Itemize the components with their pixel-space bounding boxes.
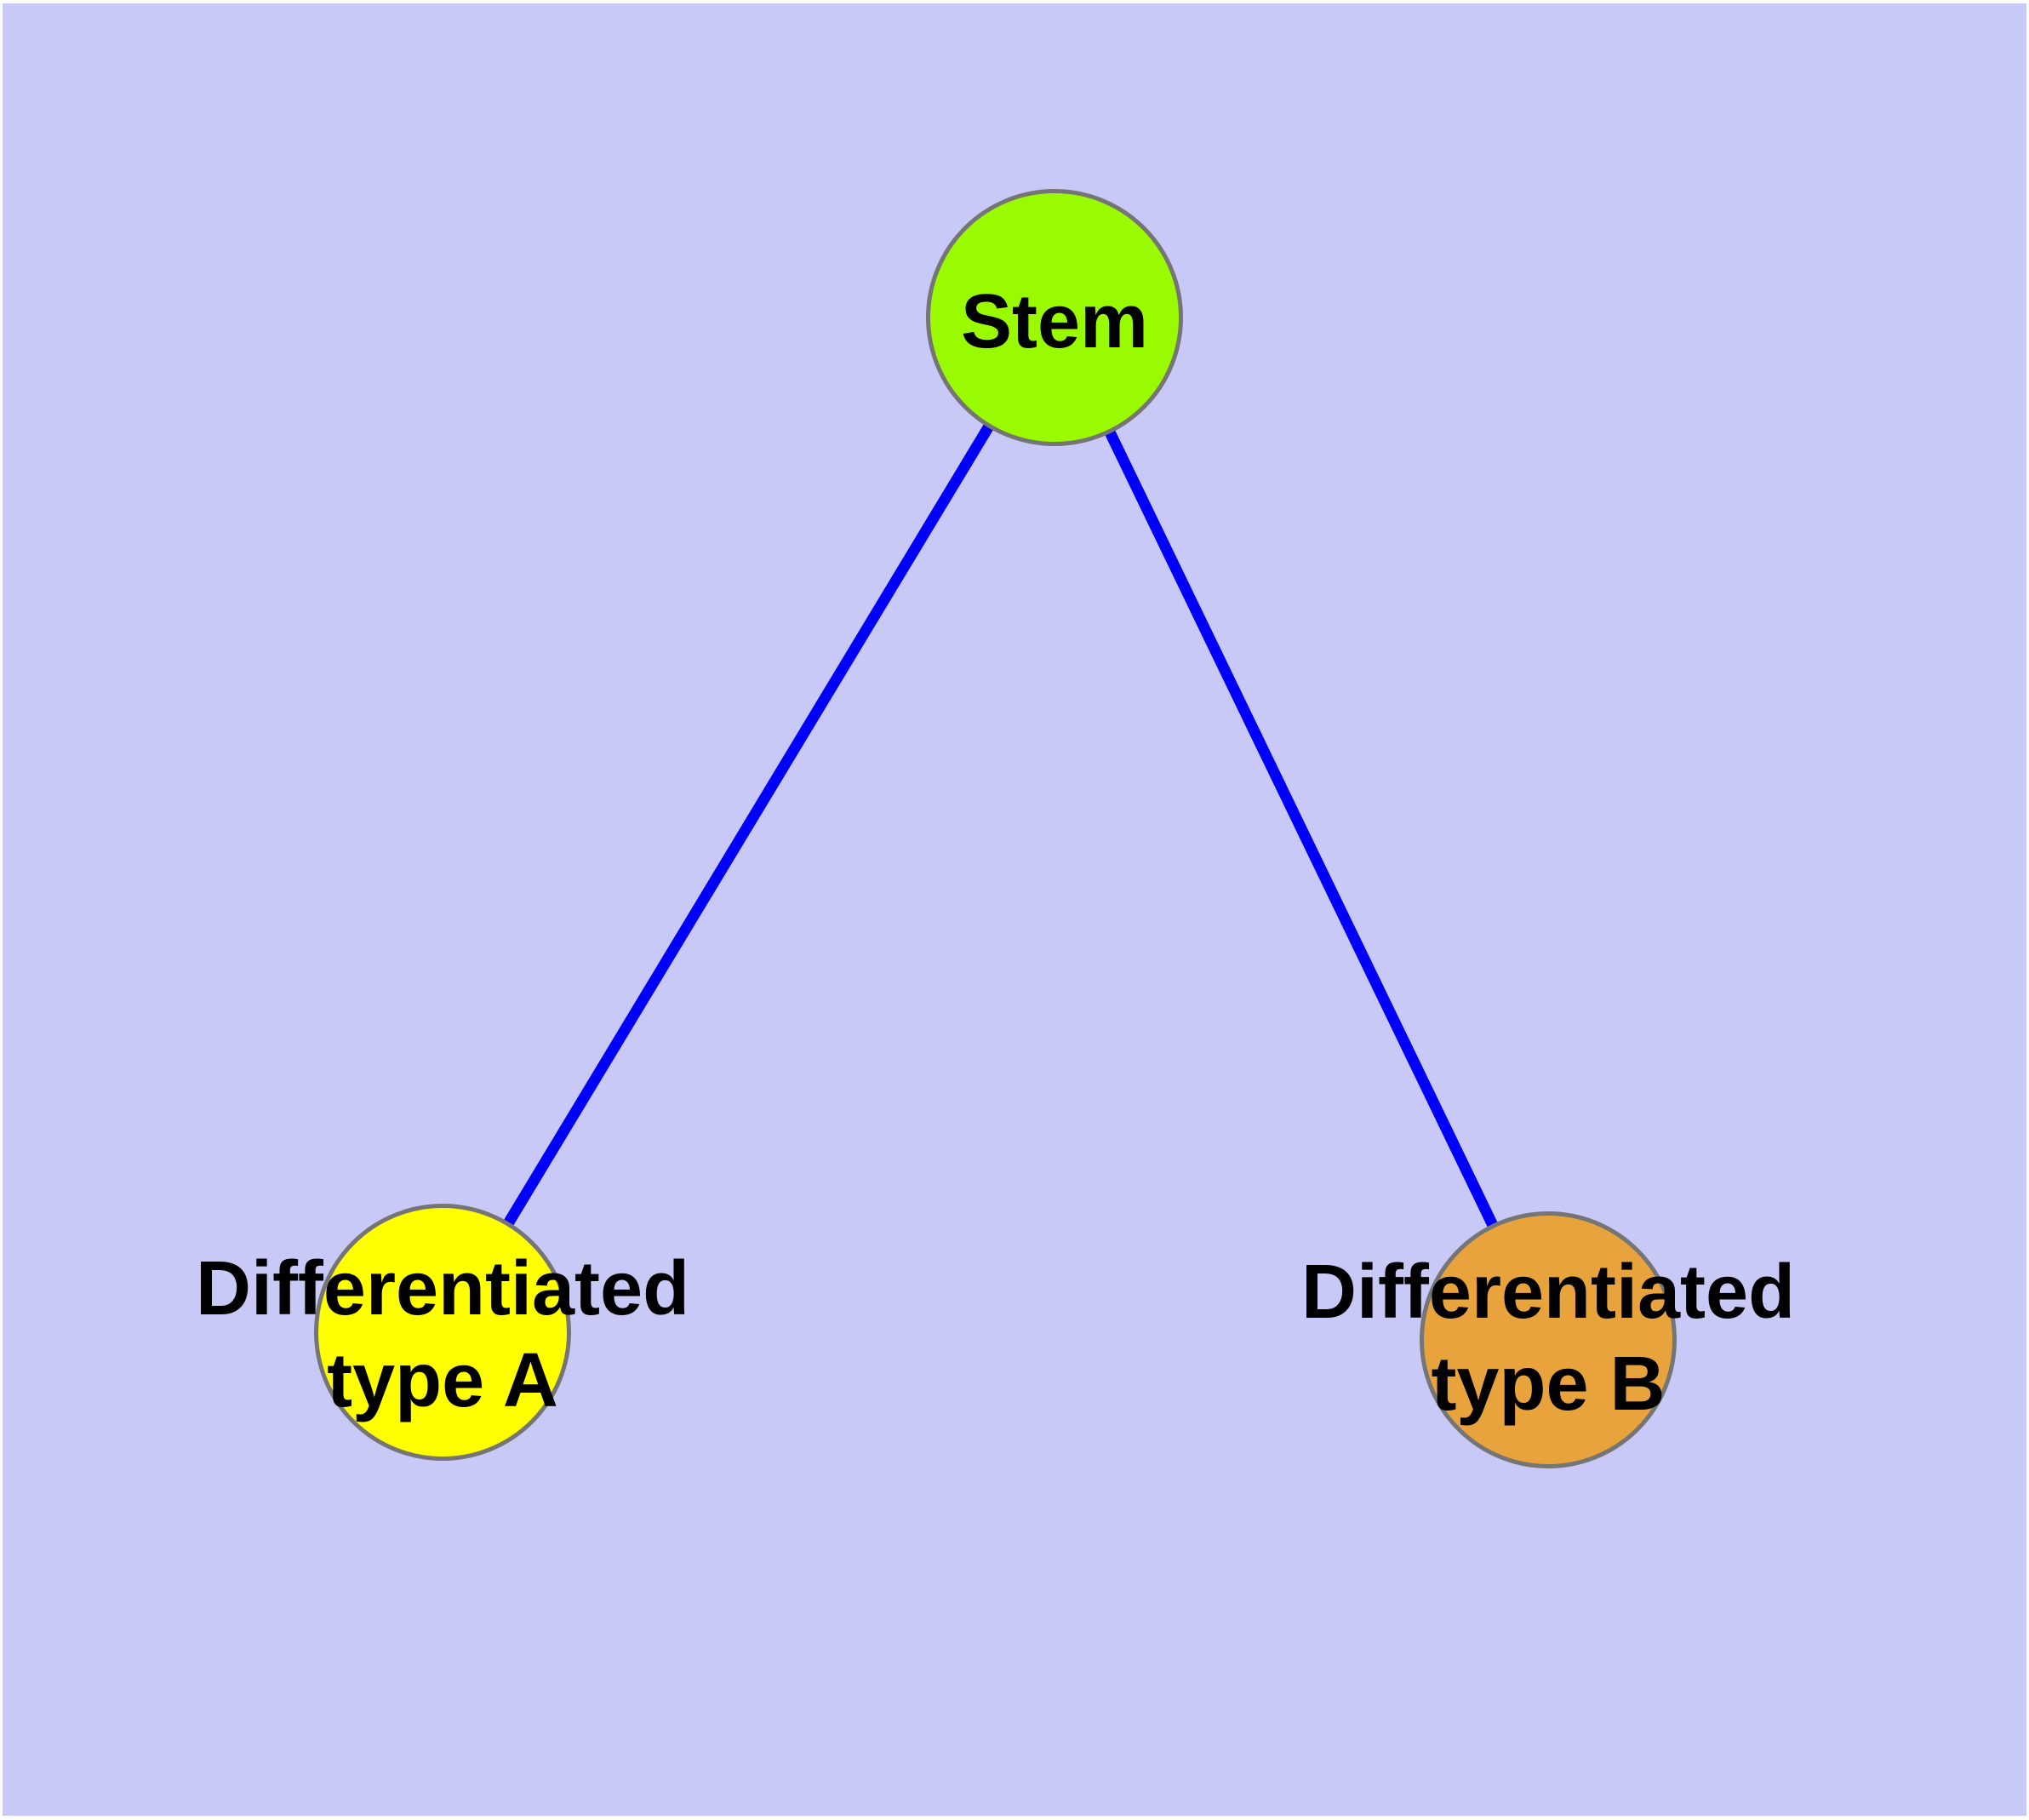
- type-b-node-label: Differentiated type B: [1301, 1246, 1795, 1430]
- differentiated-type-b-node: [1420, 1211, 1677, 1468]
- type-a-node-label: Differentiated type A: [196, 1243, 689, 1427]
- type-b-label-line-1: Differentiated: [1300, 1250, 1796, 1335]
- type-a-label-line-2: type A: [327, 1338, 558, 1423]
- type-a-label-line-1: Differentiated: [195, 1246, 690, 1331]
- edge-stem-to-type-b: [1049, 315, 1553, 1342]
- differentiated-type-a-node: [314, 1204, 571, 1461]
- stem-node-label: Stem: [960, 279, 1149, 364]
- stem-node: [926, 189, 1183, 446]
- type-b-label-line-2: type B: [1431, 1342, 1666, 1427]
- edge-stem-to-type-a: [437, 314, 1060, 1336]
